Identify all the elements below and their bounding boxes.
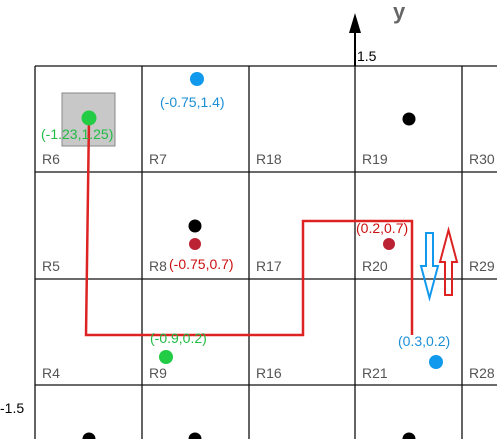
label-red-right: (0.2,0.7) [356, 220, 408, 236]
label-start-green: (-1.23,1.25) [41, 126, 113, 142]
black-dot [82, 432, 96, 439]
point-blue-bottom [429, 355, 443, 369]
point-red-mid [189, 238, 201, 250]
y-axis-arrow-icon [349, 13, 361, 33]
cell-label-R5: R5 [42, 258, 60, 274]
cell-label-R8: R8 [149, 258, 167, 274]
cell-label-R9: R9 [149, 365, 167, 381]
cell-label-R17: R17 [256, 258, 282, 274]
black-dots [82, 112, 416, 439]
black-dot [402, 432, 416, 439]
cell-labels: R6 R7 R18 R19 R30 R5 R8 R17 R20 R29 R4 R… [42, 151, 495, 381]
label-blue-top: (-0.75,1.4) [160, 94, 225, 110]
cell-label-R30: R30 [469, 151, 495, 167]
up-arrow-icon [438, 226, 459, 296]
cell-label-R18: R18 [256, 151, 282, 167]
cell-label-R20: R20 [362, 258, 388, 274]
down-arrow-icon [419, 232, 440, 302]
points [81, 72, 443, 369]
cell-label-R29: R29 [469, 258, 495, 274]
cell-label-R21: R21 [362, 365, 388, 381]
cell-label-R7: R7 [149, 151, 167, 167]
black-dot [188, 432, 202, 439]
cell-label-R28: R28 [469, 365, 495, 381]
point-red-right [383, 238, 395, 250]
black-dot [188, 219, 202, 233]
robot-path [84, 117, 414, 337]
grid-lines [34, 65, 497, 439]
cell-label-R16: R16 [256, 365, 282, 381]
label-red-mid: (-0.75,0.7) [169, 256, 234, 272]
cell-label-R6: R6 [42, 151, 60, 167]
point-labels: (-1.23,1.25) (-0.75,1.4) (-0.75,0.7) (0.… [41, 94, 450, 349]
label-green-bottom: (-0.9,0.2) [150, 330, 207, 346]
point-start-green [81, 110, 97, 126]
label-blue-bottom: (0.3,0.2) [398, 333, 450, 349]
cell-label-R4: R4 [42, 365, 60, 381]
black-dot [402, 112, 416, 126]
point-blue-top [190, 72, 204, 86]
y-axis-name: y [393, 0, 406, 24]
y-axis: y 1.5 -1.5 [0, 0, 406, 416]
cell-label-R19: R19 [362, 151, 388, 167]
y-axis-top-tick: 1.5 [357, 48, 377, 64]
point-green-bottom [159, 350, 173, 364]
x-axis-left-tick: -1.5 [0, 400, 24, 416]
